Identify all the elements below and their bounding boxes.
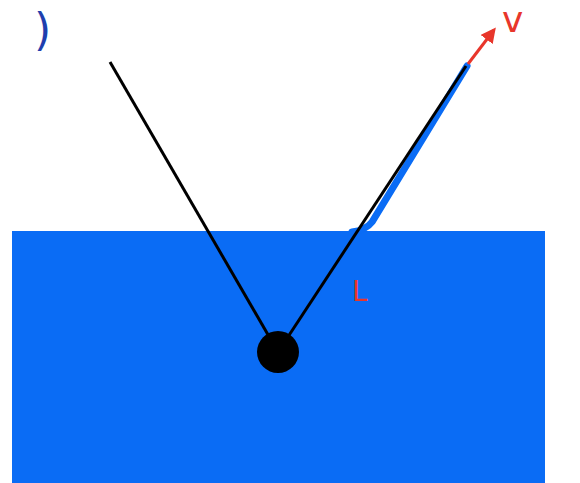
string-left bbox=[110, 62, 278, 352]
length-label: L bbox=[352, 278, 368, 306]
velocity-label: v bbox=[502, 2, 523, 38]
water bbox=[12, 231, 545, 483]
bracket-mark: ) bbox=[34, 8, 51, 52]
string-right bbox=[278, 66, 466, 352]
velocity-arrow bbox=[468, 30, 494, 64]
ball bbox=[257, 331, 299, 373]
